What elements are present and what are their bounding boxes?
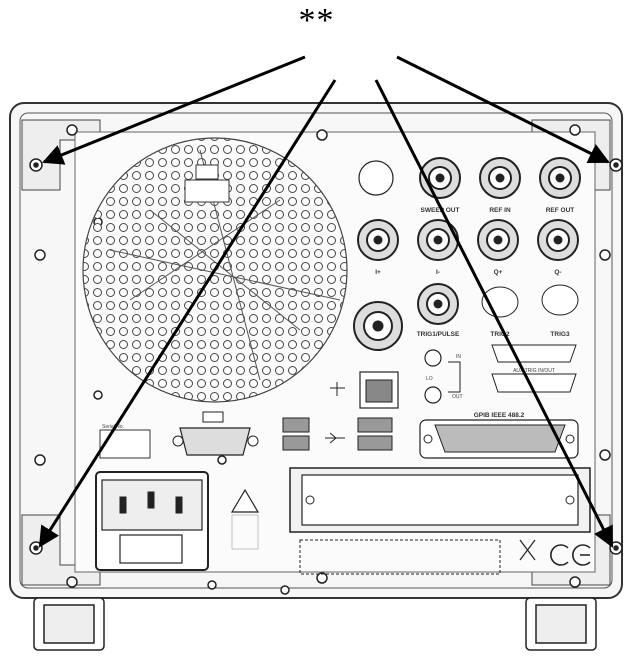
- feet: [33, 597, 597, 651]
- ref-in-label: REF IN: [489, 207, 511, 214]
- trig1-connector: [417, 283, 459, 325]
- out-label: OUT: [452, 394, 463, 400]
- annotation-marker: **: [298, 2, 335, 39]
- ref-in-connector: [479, 157, 521, 199]
- i-minus-label: I-: [436, 269, 440, 276]
- arrow-bottom-right: [374, 79, 614, 548]
- lo-ports: [424, 349, 461, 404]
- annotation-arrows: [38, 55, 614, 548]
- bnc-row-2: [357, 219, 579, 261]
- serial-plate: [99, 429, 151, 459]
- q-minus-connector: [537, 219, 579, 261]
- aux-label: AUX TRIG IN/OUT: [513, 368, 555, 374]
- ethernet-port: [330, 371, 399, 409]
- screws: [29, 124, 623, 595]
- arrow-top-right: [396, 55, 610, 164]
- arrow-bottom-left: [38, 79, 337, 548]
- gpib-label: GPIB IEEE 488.2: [474, 412, 525, 419]
- large-n-connector: [353, 301, 403, 351]
- in-label: IN: [456, 354, 461, 360]
- ref-out-connector: [539, 157, 581, 199]
- q-plus-label: Q+: [494, 269, 503, 276]
- power-inlet: [95, 471, 209, 571]
- lo-label: LO: [426, 376, 433, 382]
- trig3-blank: [541, 284, 579, 316]
- trig3-label: TRIG3: [550, 331, 570, 338]
- q-minus-label: Q-: [554, 269, 561, 276]
- warning-symbol: [230, 488, 260, 550]
- option-slot: [289, 467, 591, 575]
- bnc-row-3: [353, 283, 579, 351]
- sweep-out-label: SWEEP OUT: [421, 207, 460, 214]
- ref-out-label: REF OUT: [546, 207, 575, 214]
- i-plus-connector: [357, 219, 399, 261]
- gpib-connector: [419, 419, 579, 459]
- vga-port: [172, 411, 259, 456]
- i-minus-connector: [417, 219, 459, 261]
- usb-ports: [282, 417, 393, 451]
- ce-mark: [519, 539, 591, 566]
- i-plus-label: I+: [375, 269, 381, 276]
- q-plus-connector: [477, 219, 519, 261]
- serial-label: Serial No.: [102, 424, 124, 430]
- arrow-top-left: [42, 55, 306, 165]
- trig1-label: TRIG1/PULSE: [417, 331, 460, 338]
- trig2-label: TRIG2: [490, 331, 510, 338]
- bnc-row-1: [358, 157, 581, 199]
